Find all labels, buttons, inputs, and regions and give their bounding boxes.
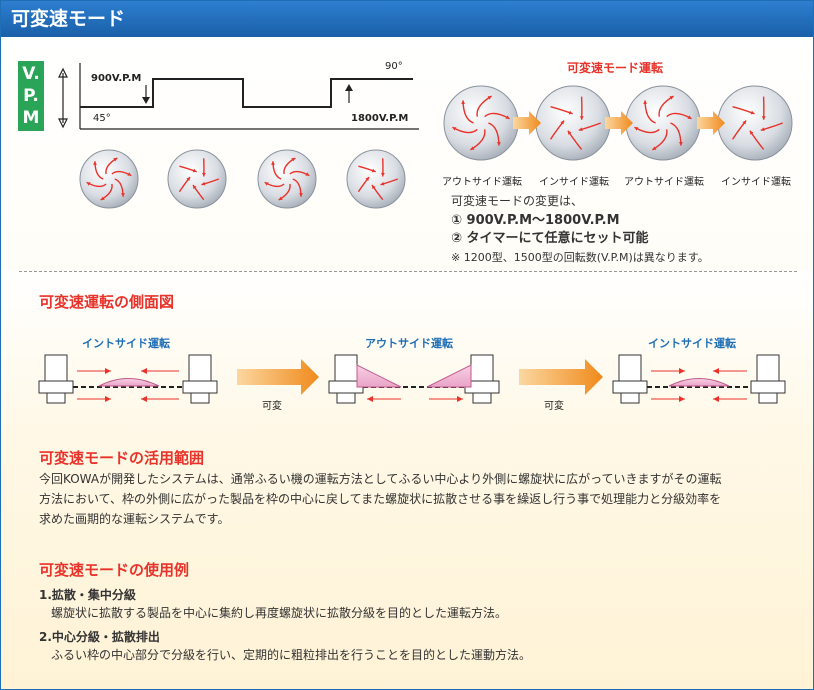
usage-line-2: 方法において、枠の外側に広がった製品を枠の中心に戻してまた螺旋状に拡散させる事を…: [39, 492, 722, 506]
example-2-desc: ふるい枠の中心部分で分級を行い、定期的に粗粒排出を行うことを目的とした運動方法。: [51, 648, 532, 662]
circle-label-4: インサイド運転: [721, 177, 791, 188]
side-label-1: イントサイド運転: [82, 337, 170, 350]
side-label-2: アウトサイド運転: [365, 337, 453, 350]
example-1-heading: 1.拡散・集中分級: [39, 588, 136, 602]
change-label-2: 可変: [544, 401, 564, 412]
side-view-title: 可変速運転の側面図: [39, 293, 175, 311]
vpm-badge: V. P. M: [18, 61, 44, 131]
spiral-outward-icon: [257, 149, 317, 209]
circle-label-3: アウトサイド運転: [624, 177, 704, 188]
label-1800vpm: 1800V.P.M: [351, 113, 409, 124]
orange-right-arrow-icon: [237, 359, 319, 395]
spiral-outward-icon: [79, 149, 139, 209]
down-arrow-icon: [142, 85, 150, 104]
vpm-letter-v: V.: [22, 64, 40, 84]
side-unit-inside-1: [38, 354, 218, 404]
orange-right-arrow-icon: [519, 359, 603, 395]
circle-label-1: アウトサイド運転: [442, 177, 522, 188]
label-90deg: 90°: [385, 61, 403, 72]
vpm-letter-p: P.: [23, 86, 39, 106]
circle-label-2: インサイド運転: [539, 177, 609, 188]
change-item-1: ① 900V.P.M～1800V.P.M: [451, 213, 620, 228]
side-label-3: イントサイド運転: [648, 337, 736, 350]
usage-range-text: 今回KOWAが開発したシステムは、通常ふるい機の運転方法としてふるい中心より外側…: [39, 469, 722, 529]
page-title: 可変速モード: [1, 1, 813, 37]
usage-line-3: 求めた画期的な運転システムです。: [39, 512, 230, 526]
change-item-2: ② タイマーにて任意にセット可能: [451, 231, 649, 246]
vertical-double-arrow-icon: [58, 67, 68, 129]
usage-line-1: 今回KOWAが開発したシステムは、通常ふるい機の運転方法としてふるい中心より外側…: [39, 472, 722, 486]
up-arrow-icon: [345, 84, 353, 103]
divider: [19, 271, 797, 272]
usage-range-title: 可変速モードの活用範囲: [39, 449, 205, 467]
vpm-letter-m: M: [22, 108, 40, 128]
orange-right-arrow-icon: [513, 111, 541, 135]
examples-title: 可変速モードの使用例: [39, 561, 190, 579]
change-label-1: 可変: [262, 401, 282, 412]
side-unit-inside-2: [612, 354, 786, 404]
spiral-inward-icon: [167, 149, 227, 209]
label-900vpm: 900V.P.M: [91, 73, 142, 84]
example-2-heading: 2.中心分級・拡散排出: [39, 630, 160, 644]
operation-title: 可変速モード運転: [567, 61, 664, 75]
label-45deg: 45°: [93, 113, 111, 124]
orange-right-arrow-icon: [697, 111, 725, 135]
footnote: ※ 1200型、1500型の回転数(V.P.M)は異なります。: [451, 251, 709, 264]
side-unit-outside: [328, 354, 500, 404]
example-1-desc: 螺旋状に拡散する製品を中心に集約し再度螺旋状に拡散分級を目的とした運転方法。: [51, 606, 508, 620]
change-heading: 可変速モードの変更は、: [451, 194, 584, 208]
orange-right-arrow-icon: [605, 111, 633, 135]
spiral-inward-icon: [346, 149, 406, 209]
